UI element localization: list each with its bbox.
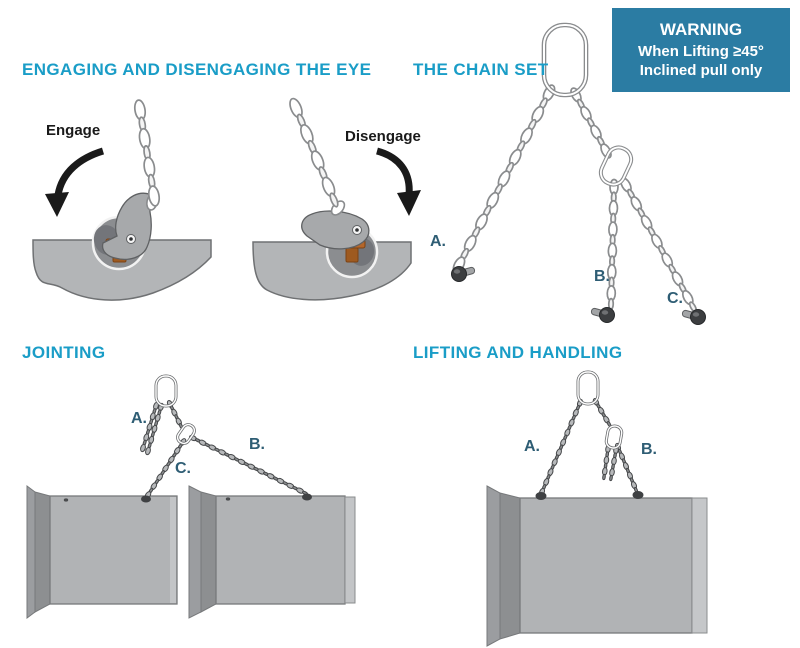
section-title-engaging: ENGAGING AND DISENGAGING THE EYE: [22, 60, 372, 79]
chain-set-label-c: C.: [667, 290, 683, 307]
lifting-label-a: A.: [524, 438, 540, 455]
pipe-left: [26, 485, 178, 619]
hook-a: [451, 266, 476, 282]
engage-arrow-icon: [45, 147, 105, 217]
disengage-figure: [252, 97, 421, 301]
warning-box: WARNING When Lifting ≥45° Inclined pull …: [612, 8, 790, 92]
anchor-dot: [225, 497, 231, 501]
anchor-point: [302, 493, 312, 501]
jointing-figure: [26, 374, 356, 619]
hook-c: [681, 309, 706, 325]
chain: [289, 97, 339, 208]
chain-a-dangling: [140, 401, 159, 453]
warning-title: WARNING: [659, 20, 743, 40]
hook-b: [590, 307, 615, 323]
engage-label: Engage: [46, 122, 101, 139]
master-link: [541, 22, 589, 98]
lifting-figure: [486, 370, 708, 647]
chain-leg-c: [620, 177, 698, 313]
pipe: [486, 485, 708, 647]
chain-leg-a: [538, 398, 584, 497]
warning-line2: When Lifting ≥45°: [638, 42, 764, 60]
chain-dangling: [602, 444, 611, 481]
disengage-label: Disengage: [345, 128, 421, 145]
section-title-lifting: LIFTING AND HANDLING: [413, 343, 623, 362]
engage-figure: [32, 99, 212, 301]
jointing-label-a: A.: [131, 410, 147, 427]
chain-leg-b: [188, 434, 308, 496]
jointing-label-c: C.: [175, 460, 191, 477]
master-link: [154, 374, 178, 408]
chain-leg-b: [606, 178, 619, 311]
intermediate-link: [176, 423, 196, 445]
pipe-right: [188, 485, 356, 619]
section-title-chain-set: THE CHAIN SET: [413, 60, 549, 79]
anchor-point: [535, 492, 547, 500]
intermediate-link: [604, 424, 624, 450]
chain: [133, 99, 161, 207]
chain-set-figure: [451, 22, 706, 325]
chain-dangling: [609, 445, 619, 482]
lifting-hook: [301, 210, 370, 250]
chain-set-label-a: A.: [430, 233, 446, 250]
chain-mid: [166, 399, 184, 429]
anchor-dot: [63, 498, 69, 502]
jointing-label-b: B.: [249, 436, 265, 453]
warning-line3: Inclined pull only: [639, 62, 763, 80]
master-link: [576, 370, 600, 406]
anchor-point: [632, 491, 644, 499]
chain-leg-a: [452, 84, 556, 274]
lifting-hook: [101, 192, 152, 261]
disengage-arrow-icon: [375, 147, 421, 216]
anchor-point: [141, 495, 151, 503]
section-title-jointing: JOINTING: [22, 343, 106, 362]
chain-set-label-b: B.: [594, 268, 610, 285]
lifting-label-b: B.: [641, 441, 657, 458]
chain-a-dangling: [145, 402, 164, 456]
intermediate-link: [598, 145, 634, 187]
chain-mid: [570, 87, 612, 159]
